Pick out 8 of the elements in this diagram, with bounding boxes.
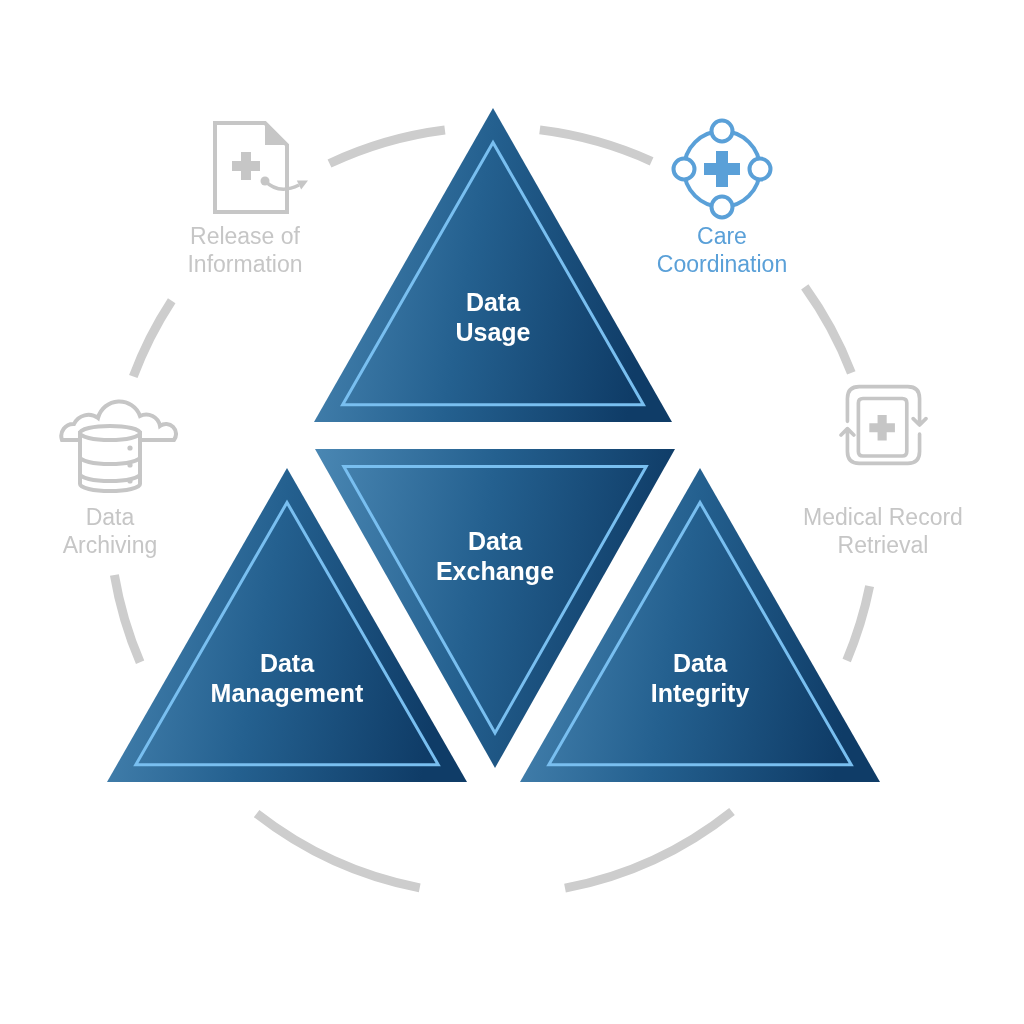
panel-title: Data Exchange: [435, 525, 555, 586]
caption-text: Data Archiving: [61, 503, 159, 559]
caption-text: Care Coordination: [655, 222, 789, 278]
caption-text: Release of Information: [186, 222, 304, 278]
panel-title: Data Usage: [455, 286, 531, 347]
panel-title: Data Management: [210, 648, 364, 709]
panel-title: Data Integrity: [650, 648, 750, 709]
caption-text: Medical Record Retrieval: [802, 503, 964, 559]
